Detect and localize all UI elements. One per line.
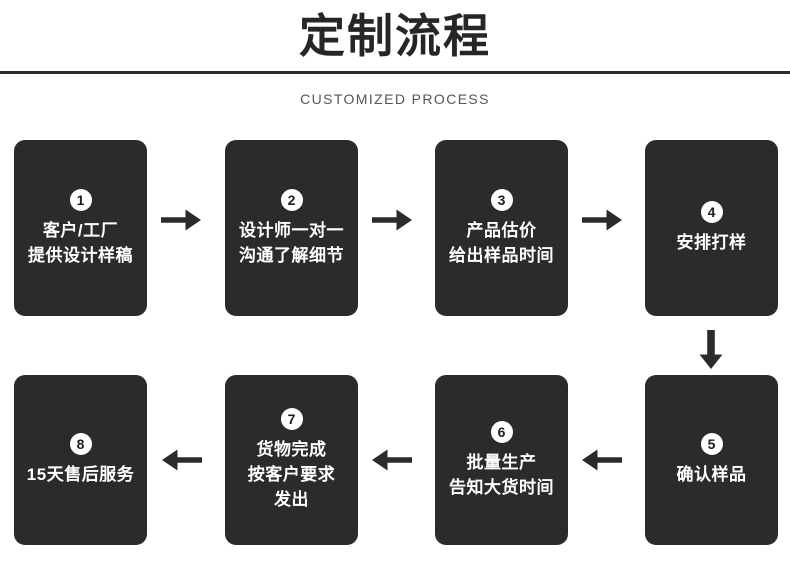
step-text-line: 货物完成 xyxy=(256,440,327,459)
step-card-3[interactable]: 3 产品估价 给出样品时间 xyxy=(435,140,568,316)
step-card-1[interactable]: 1 客户/工厂 提供设计样稿 xyxy=(14,140,147,316)
step-text-line: 安排打样 xyxy=(676,233,747,252)
step-text-line: 发出 xyxy=(274,490,309,509)
step-text-line: 沟通了解细节 xyxy=(239,245,344,265)
arrow-right-icon xyxy=(580,203,624,237)
step-text-2: 设计师一对一 沟通了解细节 xyxy=(239,218,344,268)
title-divider xyxy=(0,71,790,74)
step-number-badge-4: 4 xyxy=(700,201,723,223)
step-text-3: 产品估价 给出样品时间 xyxy=(449,218,554,268)
step-text-6: 批量生产 告知大货时间 xyxy=(449,450,554,500)
step-text-line: 设计师一对一 xyxy=(239,220,344,240)
step-card-2[interactable]: 2 设计师一对一 沟通了解细节 xyxy=(225,140,358,316)
step-text-line: 告知大货时间 xyxy=(449,477,554,497)
step-text-line: 确认样品 xyxy=(676,465,747,484)
step-number-badge-1: 1 xyxy=(69,188,92,211)
step-card-4[interactable]: 4 安排打样 xyxy=(645,140,778,316)
step-text-5: 确认样品 xyxy=(677,462,747,487)
step-card-7[interactable]: 7 货物完成 按客户要求 发出 xyxy=(225,375,358,545)
arrow-left-icon xyxy=(160,443,204,477)
step-text-line: 15天售后服务 xyxy=(26,465,135,484)
step-text-line: 按客户要求 xyxy=(247,465,336,484)
step-text-4: 安排打样 xyxy=(677,230,747,255)
step-text-line: 客户/工厂 xyxy=(42,220,119,240)
step-number-badge-2: 2 xyxy=(280,188,303,211)
arrow-down-icon xyxy=(694,329,728,371)
arrow-right-icon xyxy=(159,203,203,237)
step-card-8[interactable]: 8 15天售后服务 xyxy=(14,375,147,545)
arrow-left-icon xyxy=(580,443,624,477)
step-number-badge-7: 7 xyxy=(280,408,303,430)
step-text-line: 给出样品时间 xyxy=(449,245,554,265)
step-card-5[interactable]: 5 确认样品 xyxy=(645,375,778,545)
step-text-line: 批量生产 xyxy=(466,452,537,472)
step-text-line: 提供设计样稿 xyxy=(28,245,133,265)
step-card-6[interactable]: 6 批量生产 告知大货时间 xyxy=(435,375,568,545)
arrow-left-icon xyxy=(370,443,414,477)
step-number-badge-3: 3 xyxy=(490,188,513,211)
page-title: 定制流程 xyxy=(299,10,491,62)
step-number-badge-8: 8 xyxy=(69,433,92,455)
page-subtitle: CUSTOMIZED PROCESS xyxy=(300,91,490,107)
step-text-7: 货物完成 按客户要求 发出 xyxy=(248,437,336,512)
step-number-badge-6: 6 xyxy=(490,420,513,443)
arrow-right-icon xyxy=(370,203,414,237)
step-text-line: 产品估价 xyxy=(466,220,537,240)
header: 定制流程 CUSTOMIZED PROCESS xyxy=(0,0,790,120)
step-text-8: 15天售后服务 xyxy=(27,462,134,487)
step-text-1: 客户/工厂 提供设计样稿 xyxy=(28,218,133,268)
step-number-badge-5: 5 xyxy=(700,433,723,455)
